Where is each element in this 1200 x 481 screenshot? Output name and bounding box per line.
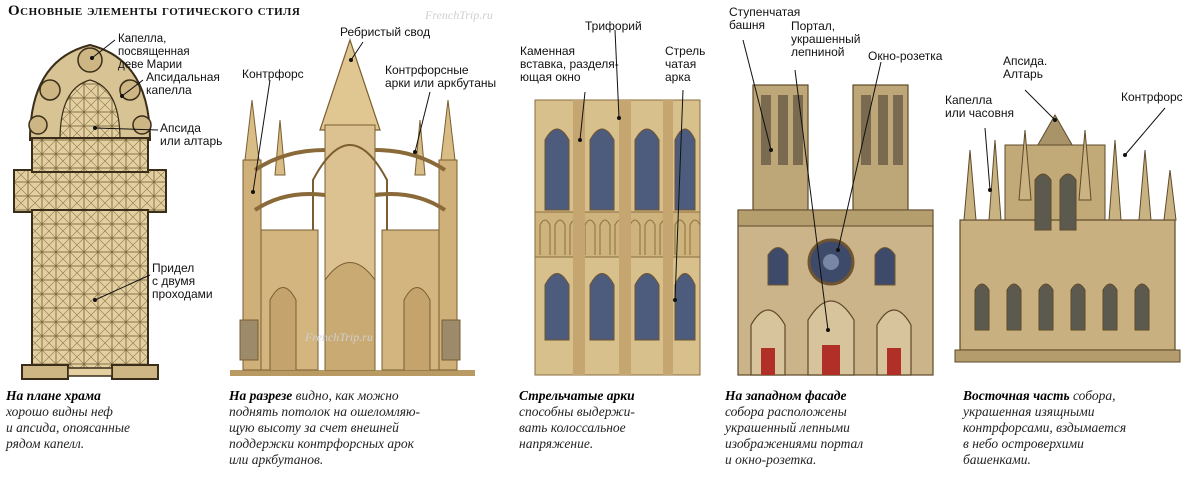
- east-caption-bold: Восточная часть: [963, 388, 1070, 403]
- label-apse-altar: Апсида или алтарь: [160, 121, 223, 148]
- west-facade-illustration: [737, 39, 934, 376]
- label-rib-vault: Ребристый свод: [340, 25, 431, 39]
- label-stone-insert: Каменная вставка, разделя- ющая окно: [520, 44, 619, 84]
- east-end-illustration: [954, 89, 1181, 363]
- watermark-section: FrenchTrip.ru: [305, 330, 373, 344]
- wall-caption: Стрельчатые арки способны выдержи- вать …: [519, 388, 704, 452]
- section-caption-text: видно, как можно поднять потолок на ошел…: [229, 388, 421, 467]
- church-plan-illustration: [13, 39, 167, 380]
- facade-caption: На западном фасаде собора расположены ук…: [725, 388, 945, 468]
- cross-section-illustration: [230, 38, 475, 376]
- label-chapel-east: Капелла или часовня: [945, 93, 1014, 120]
- label-aisle: Придел с двумя проходами: [152, 261, 213, 301]
- label-flying-buttress: Контрфорсные арки или аркбутаны: [385, 63, 497, 90]
- east-panel: Апсида. Алтарь Капелла или часовня Контр…: [945, 0, 1200, 481]
- plan-caption-bold: На плане храма: [6, 388, 101, 403]
- east-caption: Восточная часть собора, украшенная изящн…: [963, 388, 1198, 468]
- page-title: Основные элементы готического стиля: [8, 3, 301, 19]
- section-panel: Ребристый свод Контрфорс Контрфорсные ар…: [225, 0, 515, 481]
- plan-caption-text: хорошо видны неф и апсида, опоясанные ря…: [6, 404, 130, 451]
- wall-caption-text: способны выдержи- вать колоссальное напр…: [519, 404, 635, 451]
- facade-caption-text: собора расположены украшенный лепными из…: [725, 404, 864, 467]
- label-rose-window: Окно-розетка: [868, 49, 943, 63]
- section-caption-bold: На разрезе: [229, 388, 293, 403]
- watermark: FrenchTrip.ru: [425, 8, 493, 22]
- label-pointed-arch: Стрель- чатая арка: [665, 44, 710, 84]
- label-buttress-section: Контрфорс: [242, 67, 304, 81]
- label-portal: Портал, украшенный лепниной: [791, 19, 861, 59]
- east-caption-text: собора, украшенная изящными контрфорсами…: [963, 388, 1127, 467]
- wall-caption-bold: Стрельчатые арки: [519, 388, 635, 403]
- facade-caption-bold: На западном фасаде: [725, 388, 847, 403]
- plan-panel: Капелла, посвященная деве Марии Апсидаль…: [0, 0, 225, 481]
- label-chapel-mary: Капелла, посвященная деве Марии: [118, 33, 190, 71]
- wall-panel: Трифорий Каменная вставка, разделя- ющая…: [515, 0, 709, 481]
- panel-divider: [705, 0, 723, 481]
- facade-panel: Ступенчатая башня Портал, украшенный леп…: [723, 0, 945, 481]
- label-apsidal-chapel: Апсидальная капелла: [146, 70, 220, 97]
- label-triforium: Трифорий: [585, 19, 642, 33]
- label-stepped-tower: Ступенчатая башня: [729, 5, 801, 32]
- section-caption: На разрезе видно, как можно поднять пото…: [229, 388, 514, 468]
- pointed-arch-wall-illustration: [534, 29, 701, 376]
- label-apse-altar-east: Апсида. Алтарь: [1003, 54, 1048, 81]
- label-buttress-east: Контрфорс: [1121, 90, 1183, 104]
